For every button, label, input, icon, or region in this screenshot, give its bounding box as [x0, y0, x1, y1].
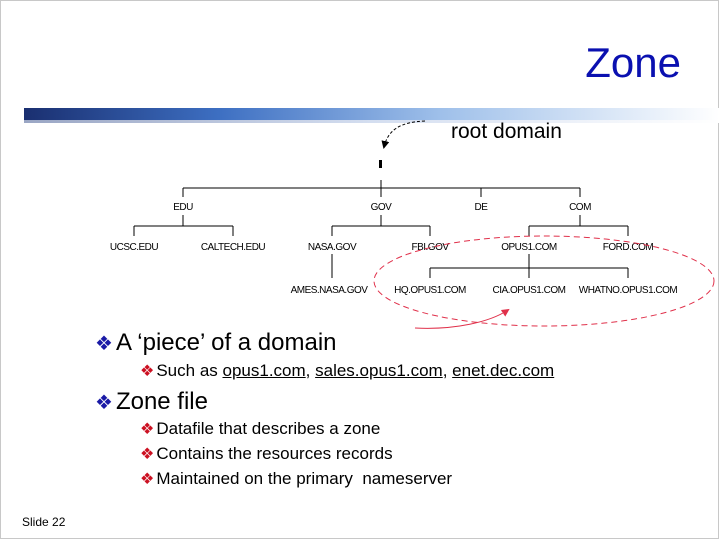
title-divider-bar — [24, 108, 719, 120]
example-domain-enet: enet.dec.com — [452, 361, 555, 380]
bullet-text: Datafile that describes a zone — [156, 419, 381, 438]
tree-connectors — [133, 180, 629, 278]
node-ames-nasa-gov: AMES.NASA.GOV — [291, 285, 369, 296]
diamond-bullet-icon: ❖ — [140, 363, 155, 380]
node-gov: GOV — [371, 202, 393, 213]
separator: , — [442, 361, 453, 380]
bullet-datafile: ❖Datafile that describes a zone — [140, 419, 380, 439]
title-divider-shadow — [24, 120, 719, 123]
bullet-text: Such as — [156, 361, 223, 380]
bullet-primary-nameserver: ❖Maintained on the primary nameserver — [140, 469, 452, 489]
separator: , — [305, 361, 316, 380]
diamond-bullet-icon: ❖ — [95, 333, 113, 355]
node-ucsc-edu: UCSC.EDU — [110, 242, 159, 253]
bullet-text: Maintained on the primary nameserver — [156, 469, 453, 488]
diamond-bullet-icon: ❖ — [140, 471, 155, 488]
bullet-text: Zone file — [115, 388, 208, 415]
root-node-mark — [379, 160, 382, 168]
dns-tree-diagram: EDU GOV DE COM UCSC.EDU CALTECH.EDU NASA… — [110, 120, 715, 329]
example-domain-sales: sales.opus1.com — [315, 361, 443, 380]
bullet-piece-of-domain: ❖A ‘piece’ of a domain — [95, 329, 337, 357]
bullet-text: A ‘piece’ of a domain — [115, 329, 337, 356]
zone-pointer-arrow — [414, 308, 510, 329]
node-com: COM — [569, 202, 591, 213]
node-nasa-gov: NASA.GOV — [308, 242, 357, 253]
node-opus1-com: OPUS1.COM — [501, 242, 557, 253]
node-caltech-edu: CALTECH.EDU — [201, 242, 266, 253]
root-domain-label: root domain — [451, 120, 562, 143]
diamond-bullet-icon: ❖ — [140, 421, 155, 438]
bullet-zone-file: ❖Zone file — [95, 388, 208, 416]
node-edu: EDU — [173, 202, 193, 213]
bullet-such-as: ❖Such as opus1.com, sales.opus1.com, ene… — [140, 361, 554, 381]
node-whatno-opus1-com: WHATNO.OPUS1.COM — [579, 285, 678, 296]
node-fbi-gov: FBI.GOV — [411, 242, 449, 253]
node-cia-opus1-com: CIA.OPUS1.COM — [493, 285, 566, 296]
root-pointer-arrow — [381, 120, 426, 149]
node-de: DE — [475, 202, 489, 213]
bullet-text: Contains the resources records — [156, 444, 393, 463]
slide-title: Zone — [585, 39, 681, 86]
bullet-resource-records: ❖Contains the resources records — [140, 444, 393, 464]
zone-outline — [373, 235, 715, 327]
diamond-bullet-icon: ❖ — [95, 392, 113, 414]
slide-number: Slide 22 — [22, 515, 66, 529]
diamond-bullet-icon: ❖ — [140, 446, 155, 463]
node-hq-opus1-com: HQ.OPUS1.COM — [394, 285, 466, 296]
example-domain-opus1: opus1.com — [222, 361, 306, 380]
node-ford-com: FORD.COM — [603, 242, 654, 253]
